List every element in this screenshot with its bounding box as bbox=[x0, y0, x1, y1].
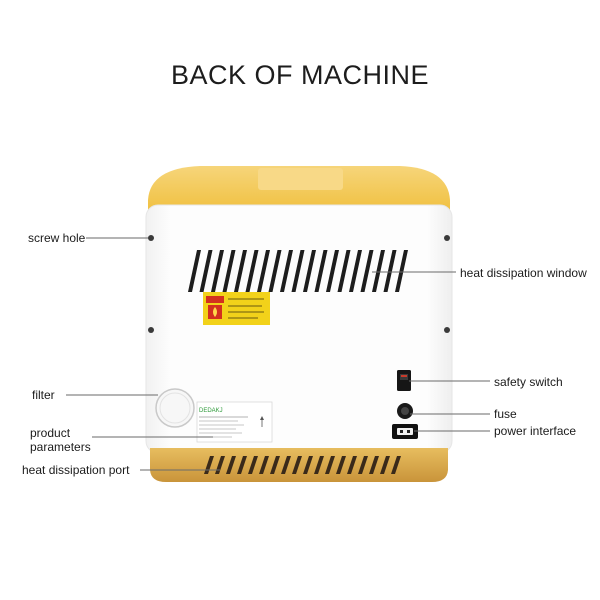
filter-cover bbox=[155, 388, 195, 428]
window-slot bbox=[360, 250, 374, 292]
port-slot bbox=[270, 456, 280, 474]
leader-lines bbox=[66, 237, 490, 471]
window-slot bbox=[372, 250, 385, 292]
window-slot bbox=[326, 250, 339, 292]
window-slot bbox=[222, 250, 236, 292]
port-slot bbox=[259, 456, 269, 474]
window-slot bbox=[303, 250, 316, 292]
port-slot bbox=[314, 456, 324, 474]
port-slot bbox=[237, 456, 247, 474]
safety-switch bbox=[397, 370, 411, 391]
window-slot bbox=[199, 250, 213, 292]
port-slot bbox=[292, 456, 302, 474]
fuse bbox=[397, 403, 413, 419]
window-slot bbox=[395, 250, 408, 292]
label-filter: filter bbox=[32, 388, 55, 402]
brand-text: DEDAKJ bbox=[199, 408, 223, 414]
port-slot bbox=[358, 456, 368, 474]
window-slot bbox=[188, 250, 201, 292]
port-slot bbox=[325, 456, 335, 474]
window-slot bbox=[280, 250, 293, 292]
port-slot bbox=[380, 456, 390, 474]
window-slot bbox=[268, 250, 282, 292]
window-slot bbox=[291, 250, 305, 292]
screw-hole bbox=[444, 327, 450, 333]
window-slot bbox=[383, 250, 397, 292]
label-product-parameters: product parameters bbox=[30, 426, 91, 454]
screw-hole bbox=[444, 235, 450, 241]
label-heat-dissipation-window: heat dissipation window bbox=[460, 266, 587, 280]
port-slot bbox=[248, 456, 258, 474]
window-slot bbox=[257, 250, 270, 292]
handle-recess bbox=[258, 168, 343, 190]
screw-hole bbox=[148, 327, 154, 333]
port-slot bbox=[303, 456, 313, 474]
window-slot bbox=[349, 250, 362, 292]
window-slot bbox=[234, 250, 247, 292]
power-interface bbox=[392, 424, 418, 439]
window-slot bbox=[245, 250, 259, 292]
window-slot bbox=[337, 250, 351, 292]
label-fuse: fuse bbox=[494, 407, 517, 421]
heat-dissipation-window-slots bbox=[188, 250, 408, 292]
port-slot bbox=[281, 456, 291, 474]
screw-hole bbox=[148, 235, 154, 241]
label-screw-hole: screw hole bbox=[28, 231, 86, 245]
top-cover bbox=[148, 166, 450, 215]
window-slot bbox=[314, 250, 328, 292]
port-slot bbox=[226, 456, 236, 474]
label-heat-dissipation-port: heat dissipation port bbox=[22, 463, 130, 477]
port-slot bbox=[336, 456, 346, 474]
port-slot bbox=[347, 456, 357, 474]
window-slot bbox=[211, 250, 224, 292]
page-title: BACK OF MACHINE bbox=[170, 60, 430, 90]
product-parameter-plate: DEDAKJ bbox=[196, 401, 273, 443]
label-safety-switch: safety switch bbox=[494, 375, 563, 389]
port-slot bbox=[391, 456, 401, 474]
label-power-interface: power interface bbox=[494, 424, 577, 438]
port-slot bbox=[369, 456, 379, 474]
